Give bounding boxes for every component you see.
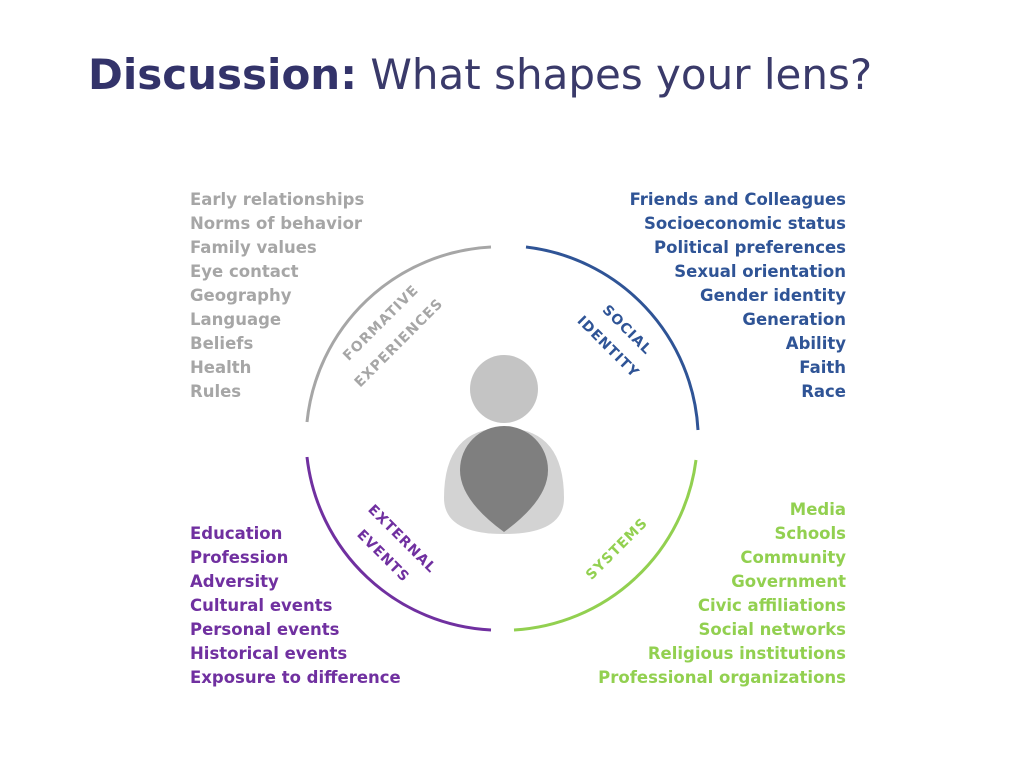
title-rest: What shapes your lens? bbox=[370, 50, 873, 99]
external-events-item: Exposure to difference bbox=[190, 668, 401, 687]
social-identity-item: Sexual orientation bbox=[674, 262, 846, 281]
formative-item: Geography bbox=[190, 286, 292, 305]
external-events-item: Historical events bbox=[190, 644, 348, 663]
systems-item: Government bbox=[731, 572, 846, 591]
person-icon bbox=[444, 355, 564, 534]
page-title: Discussion: What shapes your lens? bbox=[88, 50, 872, 99]
external-events-item: Adversity bbox=[190, 572, 279, 591]
external-events-item: Profession bbox=[190, 548, 289, 567]
social-arc bbox=[525, 245, 700, 431]
social-identity-item: Gender identity bbox=[700, 286, 846, 305]
systems-item: Religious institutions bbox=[647, 644, 846, 663]
systems-item: Social networks bbox=[698, 620, 846, 639]
systems-item: Professional organizations bbox=[598, 668, 846, 687]
formative-item: Eye contact bbox=[190, 262, 299, 281]
social-identity-item: Race bbox=[801, 382, 846, 401]
systems-item: Media bbox=[789, 500, 846, 519]
external-events-item: Cultural events bbox=[190, 596, 333, 615]
formative-item: Norms of behavior bbox=[190, 214, 363, 233]
formative-item: Rules bbox=[190, 382, 242, 401]
external-events-item: Personal events bbox=[190, 620, 340, 639]
social-identity-item: Friends and Colleagues bbox=[629, 190, 846, 209]
social-identity-item: Ability bbox=[785, 334, 846, 353]
formative-arc bbox=[305, 245, 492, 423]
systems-arc bbox=[513, 459, 698, 632]
social-identity-item: Generation bbox=[742, 310, 846, 329]
systems-item: Community bbox=[740, 548, 846, 567]
formative-item: Family values bbox=[190, 238, 317, 257]
formative-item: Language bbox=[190, 310, 282, 329]
social-identity-item: Faith bbox=[799, 358, 846, 377]
social-identity-item: Socioeconomic status bbox=[643, 214, 846, 233]
systems-item: Schools bbox=[774, 524, 846, 543]
external-arc bbox=[305, 456, 492, 632]
formative-item: Early relationships bbox=[190, 190, 365, 209]
formative-item: Beliefs bbox=[190, 334, 254, 353]
social-identity-item: Political preferences bbox=[654, 238, 846, 257]
external-events-item: Education bbox=[190, 524, 283, 543]
formative-item: Health bbox=[190, 358, 252, 377]
title-bold: Discussion: bbox=[88, 50, 358, 99]
systems-item: Civic affiliations bbox=[697, 596, 846, 615]
